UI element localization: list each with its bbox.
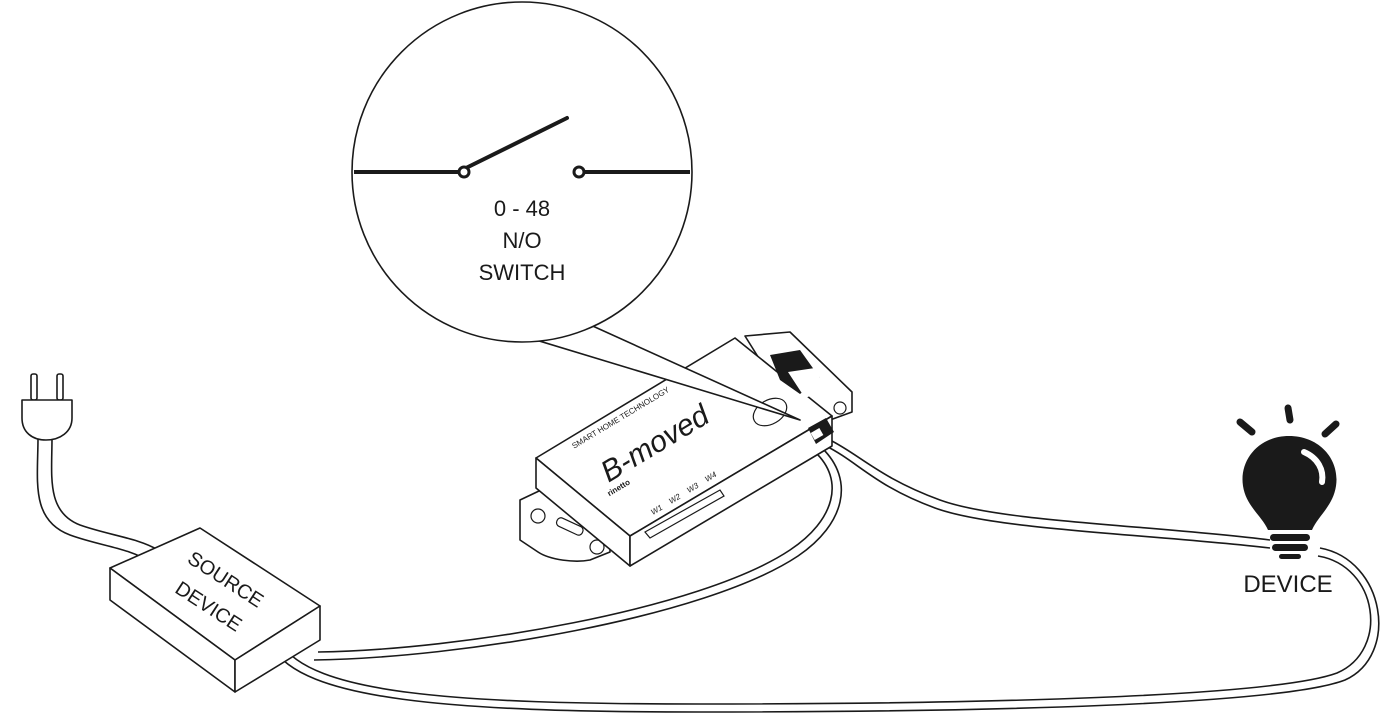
cable-loop (271, 547, 1380, 713)
device-label: DEVICE (1243, 571, 1332, 598)
plug-icon (21, 373, 73, 441)
wires (36, 437, 1380, 713)
switch-callout: 0 - 48 N/O SWITCH (351, 1, 801, 421)
plug-cable (36, 437, 159, 563)
controller-terminal (808, 418, 834, 444)
cable-source-to-controller (313, 447, 843, 661)
lightbulb-icon (1236, 404, 1340, 559)
cable-device-to-controller (825, 439, 1271, 549)
controller-box: B-moved SMART HOME TECHNOLOGY rinetto W1… (519, 331, 853, 567)
switch-name: SWITCH (479, 260, 566, 285)
switch-type: N/O (502, 228, 541, 253)
switch-rating: 0 - 48 (494, 196, 550, 221)
source-device-box: SOURCE DEVICE (109, 527, 321, 693)
switch-symbol-icon (354, 116, 690, 179)
